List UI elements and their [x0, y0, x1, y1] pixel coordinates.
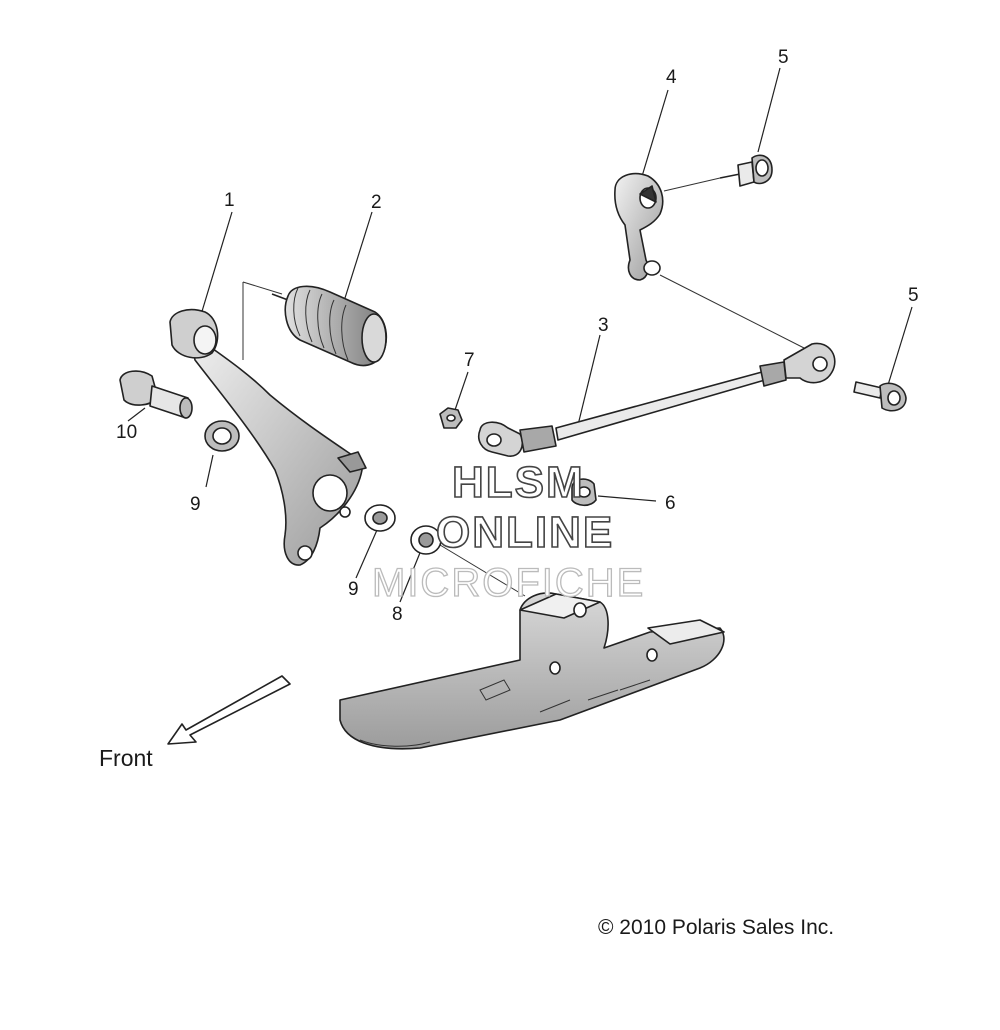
watermark-line3: MICROFICHE [372, 561, 645, 605]
watermark: HLSM ONLINE MICROFICHE [371, 457, 645, 605]
callout-2: 2 [371, 192, 382, 213]
front-label: Front [99, 745, 153, 771]
watermark-line1: HLSM [452, 458, 585, 507]
leader-lines [127, 67, 913, 603]
copyright-text: © 2010 Polaris Sales Inc. [598, 916, 834, 939]
bolt-5a-part [719, 154, 773, 187]
callout-1: 1 [224, 190, 235, 211]
shift-linkage-rod-part [477, 342, 836, 457]
bolt-5b-part [853, 381, 907, 412]
pivot-bolt-part [119, 370, 193, 419]
footboard-part [339, 592, 725, 750]
watermark-line2: ONLINE [436, 508, 614, 557]
callout-4: 4 [666, 67, 677, 88]
front-arrow-icon [167, 675, 291, 745]
shift-arm-part [614, 172, 664, 281]
callout-5b: 5 [908, 285, 919, 306]
callout-8: 8 [392, 604, 403, 625]
part-number-callouts: 1 2 3 4 5 5 6 7 8 9 9 10 [116, 47, 919, 625]
washer-8-part [410, 525, 442, 555]
shift-lever-part [169, 308, 367, 566]
callout-9b: 9 [348, 579, 359, 600]
callout-3: 3 [598, 315, 609, 336]
callout-6: 6 [665, 493, 676, 514]
nut-part [439, 407, 463, 429]
callout-9a: 9 [190, 494, 201, 515]
callout-10: 10 [116, 422, 137, 443]
washer-9a-part [204, 420, 240, 452]
callout-5a: 5 [778, 47, 789, 68]
foot-peg-part [271, 285, 388, 367]
callout-7: 7 [464, 350, 475, 371]
washer-9b-part [364, 504, 396, 532]
nut-6-part [571, 478, 597, 507]
